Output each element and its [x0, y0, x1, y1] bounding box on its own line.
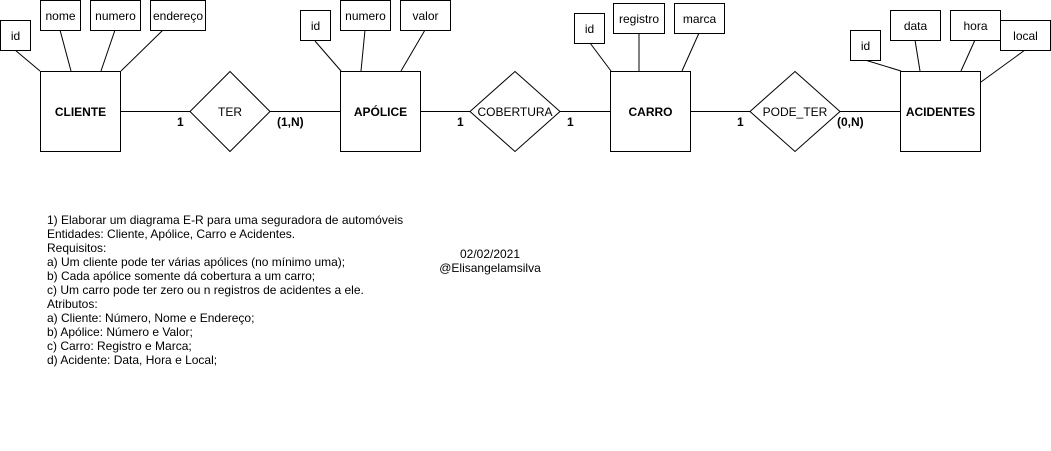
- relationship-cobertura-shape: [469, 70, 561, 153]
- cardinality-apolice-cobertura: 1: [457, 115, 464, 129]
- attribute-acidentes-data[interactable]: data: [890, 10, 941, 41]
- cardinality-carro-pode-ter: 1: [737, 115, 744, 129]
- attribute-apolice-id[interactable]: id: [300, 10, 331, 41]
- connector-cliente-numero: [100, 29, 116, 72]
- connector-apolice-id: [314, 40, 342, 72]
- relationship-pode-ter-shape: [749, 70, 841, 153]
- relationship-pode-ter-label[interactable]: PODE_TER: [762, 104, 828, 119]
- relationship-ter-label[interactable]: TER: [218, 104, 242, 119]
- attribute-carro-registro[interactable]: registro: [613, 3, 665, 34]
- note-line: c) Um carro pode ter zero ou n registros…: [47, 283, 364, 297]
- entity-apolice[interactable]: APÓLICE: [340, 71, 421, 152]
- cardinality-cobertura-carro: 1: [567, 115, 574, 129]
- connector-acidentes-id: [864, 59, 902, 72]
- attribute-apolice-numero[interactable]: numero: [340, 0, 391, 31]
- connector-cliente-nome: [59, 29, 72, 72]
- attribute-cliente-numero[interactable]: numero: [90, 0, 141, 31]
- note-line: c) Carro: Registro e Marca;: [47, 339, 192, 353]
- connector-carro-marca: [681, 32, 700, 72]
- connector-apolice-numero: [360, 29, 366, 72]
- signature-author: @Elisangelamsilva: [439, 261, 541, 275]
- relationship-cobertura-label[interactable]: COBERTURA: [477, 104, 553, 119]
- exercise-notes: 1) Elaborar um diagrama E-R para uma seg…: [47, 213, 403, 367]
- cardinality-pode-ter-acidentes: (0,N): [837, 115, 864, 129]
- attribute-acidentes-hora[interactable]: hora: [950, 10, 1001, 41]
- note-line: b) Apólice: Número e Valor;: [47, 325, 193, 339]
- cardinality-ter-apolice: (1,N): [277, 115, 304, 129]
- entity-carro[interactable]: CARRO: [610, 71, 691, 152]
- connector-acidentes-data: [914, 39, 921, 72]
- connector-carro-id: [589, 42, 612, 72]
- note-line: Entidades: Cliente, Apólice, Carro e Aci…: [47, 227, 296, 241]
- attribute-cliente-nome[interactable]: nome: [40, 0, 81, 31]
- cardinality-cliente-ter: 1: [177, 115, 184, 129]
- attribute-carro-marca[interactable]: marca: [674, 3, 725, 34]
- note-line: a) Um cliente pode ter várias apólices (…: [47, 255, 346, 269]
- note-line: Requisitos:: [47, 241, 107, 255]
- note-line: b) Cada apólice somente dá cobertura a u…: [47, 269, 316, 283]
- attribute-carro-id[interactable]: id: [574, 13, 605, 44]
- connector-acidentes-hora: [960, 39, 976, 72]
- entity-cliente[interactable]: CLIENTE: [40, 71, 121, 152]
- connector-acidentes-local: [980, 49, 1026, 83]
- attribute-acidentes-id[interactable]: id: [850, 30, 881, 61]
- note-line: Atributos:: [47, 297, 98, 311]
- entity-acidentes[interactable]: ACIDENTES: [900, 71, 981, 152]
- signature-date: 02/02/2021: [459, 247, 521, 261]
- signature-block: 02/02/2021 @Elisangelamsilva: [420, 247, 560, 275]
- relationship-ter-shape: [189, 70, 271, 153]
- connector-cliente-endereco: [120, 29, 164, 72]
- attribute-cliente-endereco[interactable]: endereço: [150, 0, 206, 31]
- note-line: 1) Elaborar um diagrama E-R para uma seg…: [47, 213, 404, 227]
- note-line: d) Acidente: Data, Hora e Local;: [47, 353, 218, 367]
- attribute-acidentes-local[interactable]: local: [1000, 20, 1051, 51]
- note-line: a) Cliente: Número, Nome e Endereço;: [47, 311, 255, 325]
- attribute-apolice-valor[interactable]: valor: [400, 0, 451, 31]
- connector-cliente-id: [14, 49, 41, 72]
- attribute-cliente-id[interactable]: id: [0, 20, 31, 51]
- connector-apolice-valor: [400, 29, 426, 72]
